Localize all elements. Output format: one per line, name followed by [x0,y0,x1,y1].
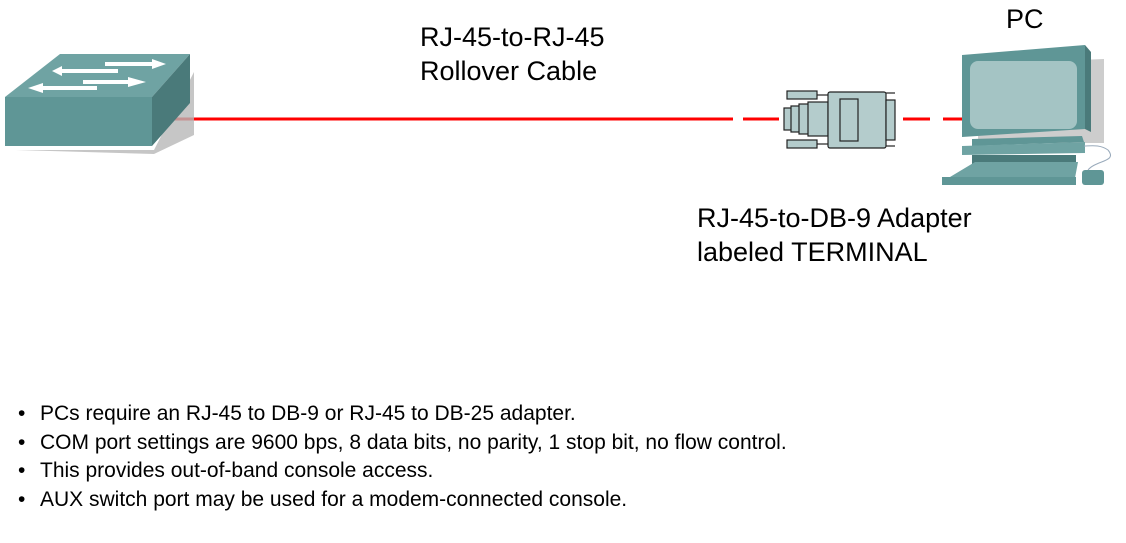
switch-icon [5,54,194,154]
bullet-glyph: • [18,430,26,454]
bullet-item: • PCs require an RJ-45 to DB-9 or RJ-45 t… [18,400,787,429]
bullet-item: • This provides out-of-band console acces… [18,457,787,486]
bullet-text: This provides out-of-band console access… [40,459,434,482]
network-diagram [5,45,1111,185]
adapter-label-line1: RJ-45-to-DB-9 Adapter [697,203,972,233]
bullet-item: • COM port settings are 9600 bps, 8 data … [18,429,787,458]
pc-icon [942,45,1111,185]
bullet-item: • AUX switch port may be used for a modem… [18,486,787,515]
cable-label-line2: Rollover Cable [420,56,598,86]
bullet-text: PCs require an RJ-45 to DB-9 or RJ-45 to… [40,402,576,425]
db9-adapter-icon [783,90,896,149]
bullet-glyph: • [18,487,26,511]
bullet-glyph: • [18,402,26,425]
bullet-text: AUX switch port may be used for a modem-… [40,487,628,511]
adapter-label: RJ-45-to-DB-9 Adapter labeled TERMINAL [697,201,972,269]
adapter-label-line2: labeled TERMINAL [697,237,928,267]
bullet-list: • PCs require an RJ-45 to DB-9 or RJ-45 t… [18,400,787,514]
cable-label: RJ-45-to-RJ-45 Rollover Cable [420,20,605,88]
cable-label-line1: RJ-45-to-RJ-45 [420,22,605,52]
bullet-text: COM port settings are 9600 bps, 8 data b… [40,430,787,454]
pc-label: PC [1006,4,1044,34]
bullet-glyph: • [18,459,26,482]
